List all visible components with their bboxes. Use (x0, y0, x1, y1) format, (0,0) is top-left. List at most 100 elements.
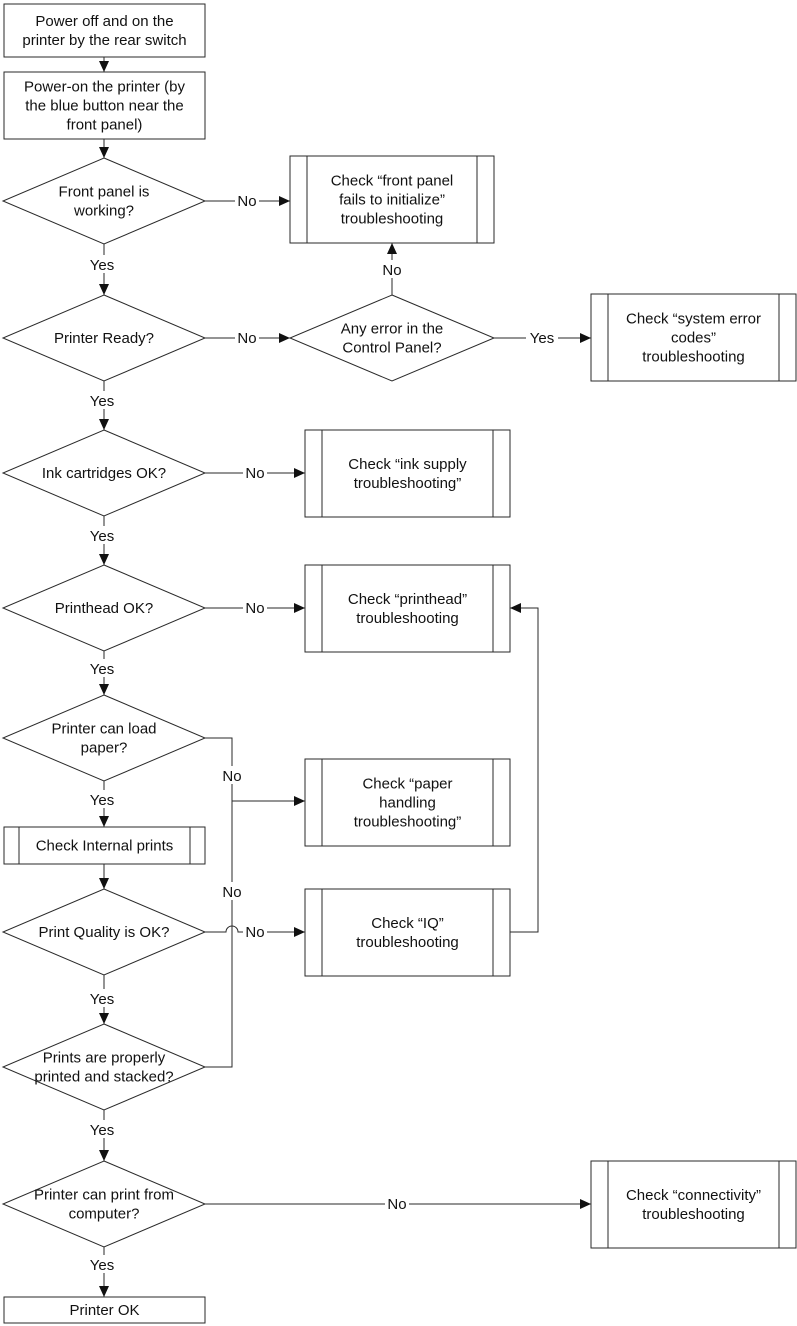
predefined-process-box (590, 1160, 797, 1249)
arrowhead (99, 878, 109, 889)
edge-label-no: No (222, 884, 241, 901)
decision-q-printer-ready: Printer Ready? (1, 294, 207, 382)
step-check-system-error: Check “system error codes” troubleshooting (590, 293, 797, 382)
predefined-process-box (289, 155, 495, 244)
process-box (3, 1296, 206, 1324)
arrowhead (294, 927, 305, 937)
arrowhead (99, 1286, 109, 1297)
edge-label-background (86, 526, 118, 544)
power-cycle-text-line: Power off and on the (35, 13, 173, 30)
check-system-error-text-line: Check “system error (626, 311, 761, 328)
power-cycle-text-line: printer by the rear switch (22, 32, 186, 49)
printer-ok-text-line: Printer OK (69, 1302, 139, 1319)
check-paper-text-line: Check “paper (362, 776, 452, 793)
edge-label-no: No (382, 262, 401, 279)
check-front-panel-text-line: fails to initialize” (339, 192, 445, 209)
check-paper-text-line: troubleshooting” (354, 814, 462, 831)
predefined-process-box (3, 826, 206, 865)
power-on-text-line: the blue button near the (25, 98, 183, 115)
q-any-error-text-line: Control Panel? (342, 340, 441, 357)
nodes: Power off and on the printer by the rear … (1, 3, 797, 1324)
check-connectivity-text-line: troubleshooting (642, 1206, 745, 1223)
edge-label-no: No (237, 193, 256, 210)
check-iq-text-line: Check “IQ” (371, 915, 444, 932)
arrowhead (99, 816, 109, 827)
process-box (3, 71, 206, 140)
q-front-panel-text-line: working? (73, 203, 134, 220)
q-load-paper-text-line: Printer can load (51, 721, 156, 738)
edge-label-background (86, 790, 118, 808)
q-ink-text-line: Ink cartridges OK? (42, 465, 166, 482)
q-any-error-text-line: Any error in the (341, 321, 444, 338)
arrowhead (580, 333, 591, 343)
edge-label-background (526, 328, 558, 346)
step-check-paper: Check “paper handling troubleshooting” (304, 758, 511, 847)
edge-label-yes: Yes (90, 1122, 114, 1139)
predefined-process-box (304, 888, 511, 977)
q-printhead-text-line: Printhead OK? (55, 600, 153, 617)
decision-diamond (1, 157, 207, 245)
predefined-process-box (304, 564, 511, 653)
decision-diamond (1, 888, 207, 976)
arrowhead (99, 684, 109, 695)
check-printhead-text-line: troubleshooting (356, 610, 459, 627)
edge-label-yes: Yes (530, 330, 554, 347)
edge-label-no: No (245, 465, 264, 482)
arrowhead (510, 603, 521, 613)
predefined-process-box (590, 293, 797, 382)
check-iq-text-line: troubleshooting (356, 934, 459, 951)
decision-diamond (1, 564, 207, 652)
edge-label-background (235, 191, 259, 209)
step-check-connectivity: Check “connectivity”troubleshooting (590, 1160, 797, 1249)
edge-label-background (385, 1194, 409, 1212)
edge-label-background (235, 328, 259, 346)
edge-load-paper-no-line (205, 737, 233, 1068)
predefined-process-box (304, 758, 511, 847)
check-system-error-text-line: troubleshooting (642, 349, 745, 366)
decision-q-print-quality: Print Quality is OK? (1, 888, 207, 976)
decision-diamond (288, 294, 496, 382)
step-check-printhead: Check “printhead”troubleshooting (304, 564, 511, 653)
decision-diamond (1, 429, 207, 517)
edge-label-background (86, 255, 118, 273)
edge-label-yes: Yes (90, 257, 114, 274)
power-on-text-line: front panel) (67, 117, 143, 134)
arrowheads (99, 61, 591, 1297)
arrowhead (99, 284, 109, 295)
edge-quality-no (205, 925, 305, 933)
arrowhead (99, 419, 109, 430)
edge-label-yes: Yes (90, 393, 114, 410)
arrowhead (99, 1013, 109, 1024)
decision-diamond (1, 1023, 207, 1111)
check-paper-text-line: handling (379, 795, 436, 812)
decision-diamond (1, 1160, 207, 1248)
edge-label-yes: Yes (90, 528, 114, 545)
step-check-iq: Check “IQ” troubleshooting (304, 888, 511, 977)
q-stacked-text-line: Prints are properly (43, 1050, 166, 1067)
step-power-cycle: Power off and on the printer by the rear … (3, 3, 206, 58)
process-box (3, 3, 206, 58)
q-load-paper-text-line: paper? (81, 740, 128, 757)
q-print-computer-text-line: Printer can print from (34, 1187, 174, 1204)
edge-label-background (243, 598, 267, 616)
edge-label-background (220, 766, 244, 784)
edge-iq-to-printhead (510, 607, 539, 933)
edge-label-background (243, 463, 267, 481)
edge-label-background (86, 989, 118, 1007)
decision-q-load-paper: Printer can load paper? (1, 694, 207, 782)
edge-label-no: No (245, 600, 264, 617)
q-print-quality-text-line: Print Quality is OK? (39, 924, 170, 941)
check-system-error-text-line: codes” (671, 330, 716, 347)
arrowhead (99, 61, 109, 72)
edge-label-no: No (387, 1196, 406, 1213)
edge-label-background (220, 882, 244, 900)
arrowhead (294, 603, 305, 613)
